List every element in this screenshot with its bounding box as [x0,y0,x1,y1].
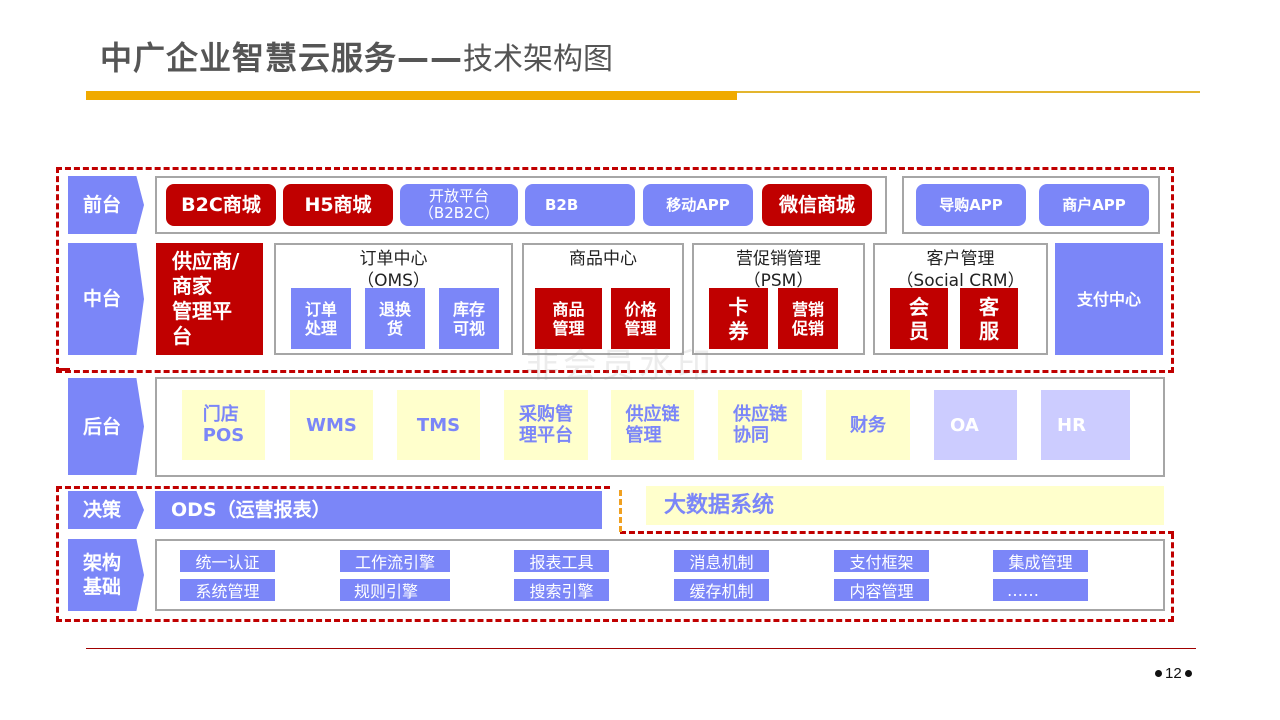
payment-center[interactable]: 支付中心 [1055,243,1163,355]
oms-title: 订单中心 （OMS） [357,249,430,291]
psm-title: 营促销管理 （PSM） [736,249,821,291]
oms-item-inventory-visibility[interactable]: 库存 可视 [439,288,499,349]
infra-item-content-management[interactable]: 内容管理 [834,579,929,601]
product-center-title: 商品中心 [569,249,637,269]
title-main: 中广企业智慧云服务 [100,39,398,77]
infra-item-messaging[interactable]: 消息机制 [674,550,769,572]
infra-item-more[interactable]: …… [993,579,1088,601]
front-item-shopping-guide-app[interactable]: 导购APP [916,184,1026,226]
infra-item-cache[interactable]: 缓存机制 [674,579,769,601]
layer-label-infrastructure: 架构 基础 [68,539,144,611]
crm-title: 客户管理 （Social CRM） [896,249,1025,291]
layer-label-decision: 决策 [68,491,144,529]
bigdata-system[interactable]: 大数据系统 [646,486,1164,525]
infra-item-system-management[interactable]: 系统管理 [180,579,275,601]
oms-item-returns[interactable]: 退换 货 [365,288,425,349]
back-item-finance[interactable]: 财务 [826,390,910,460]
ods-operations-reports[interactable]: ODS（运营报表） [155,491,602,529]
infra-item-workflow-engine[interactable]: 工作流引擎 [340,550,450,572]
infra-dashed-bottom [56,619,1174,622]
infra-item-report-tool[interactable]: 报表工具 [514,550,609,572]
front-middle-dashed-boundary [56,167,1174,373]
decision-dashed-left [56,486,59,622]
bullet-dot-icon [1184,670,1192,677]
front-item-mobile-app[interactable]: 移动APP [643,184,753,226]
crm-item-members[interactable]: 会 员 [890,288,948,349]
back-item-supply-chain-collaboration[interactable]: 供应链 协同 [718,390,802,460]
front-item-open-platform[interactable]: 开放平台 （B2B2C） [400,184,518,226]
infra-dashed-right [1171,533,1174,622]
back-item-oa[interactable]: OA [934,390,1017,460]
infra-item-integration-management[interactable]: 集成管理 [993,550,1088,572]
infra-item-rules-engine[interactable]: 规则引擎 [340,579,450,601]
title-dash: —— [397,39,464,77]
oms-item-order-processing[interactable]: 订单 处理 [291,288,351,349]
front-item-h5-mall[interactable]: H5商城 [283,184,393,226]
decision-dashed-top [56,486,610,489]
page-title: 中广企业智慧云服务——技术架构图 [100,36,613,80]
back-item-store-pos[interactable]: 门店 POS [182,390,265,460]
title-underline-thin [737,91,1200,93]
crm-item-customer-service[interactable]: 客 服 [960,288,1018,349]
footer-divider [86,648,1196,649]
supplier-merchant-platform[interactable]: 供应商/ 商家 管理平 台 [156,243,263,355]
infra-item-payment-framework[interactable]: 支付框架 [834,550,929,572]
product-item-price-management[interactable]: 价格 管理 [611,288,670,349]
psm-item-coupons[interactable]: 卡 券 [709,288,768,349]
front-item-merchant-app[interactable]: 商户APP [1039,184,1149,226]
bigdata-dashed-orange [619,490,622,532]
infra-item-search-engine[interactable]: 搜索引擎 [514,579,609,601]
page-number-value: 12 [1165,665,1182,682]
layer-label-back: 后台 [68,378,144,475]
bullet-dot-icon [1155,670,1162,677]
page-number: 12 [1155,665,1192,682]
front-item-wechat-mall[interactable]: 微信商城 [762,184,872,226]
title-underline-thick [86,91,737,100]
back-item-supply-chain-management[interactable]: 供应链 管理 [611,390,694,460]
infra-item-unified-auth[interactable]: 统一认证 [180,550,275,572]
infra-dashed-top [620,531,1174,534]
back-item-hr[interactable]: HR [1041,390,1130,460]
title-sub: 技术架构图 [463,42,614,77]
psm-item-marketing-promotion[interactable]: 营销 促销 [778,288,838,349]
back-item-wms[interactable]: WMS [290,390,373,460]
back-boundary-tick [56,368,70,371]
back-item-tms[interactable]: TMS [397,390,480,460]
product-item-goods-management[interactable]: 商品 管理 [535,288,602,349]
front-item-b2c-mall[interactable]: B2C商城 [166,184,276,226]
layer-label-middle: 中台 [68,243,144,355]
layer-label-front: 前台 [68,176,144,234]
front-item-b2b[interactable]: B2B [525,184,635,226]
back-item-procurement-platform[interactable]: 采购管 理平台 [504,390,588,460]
